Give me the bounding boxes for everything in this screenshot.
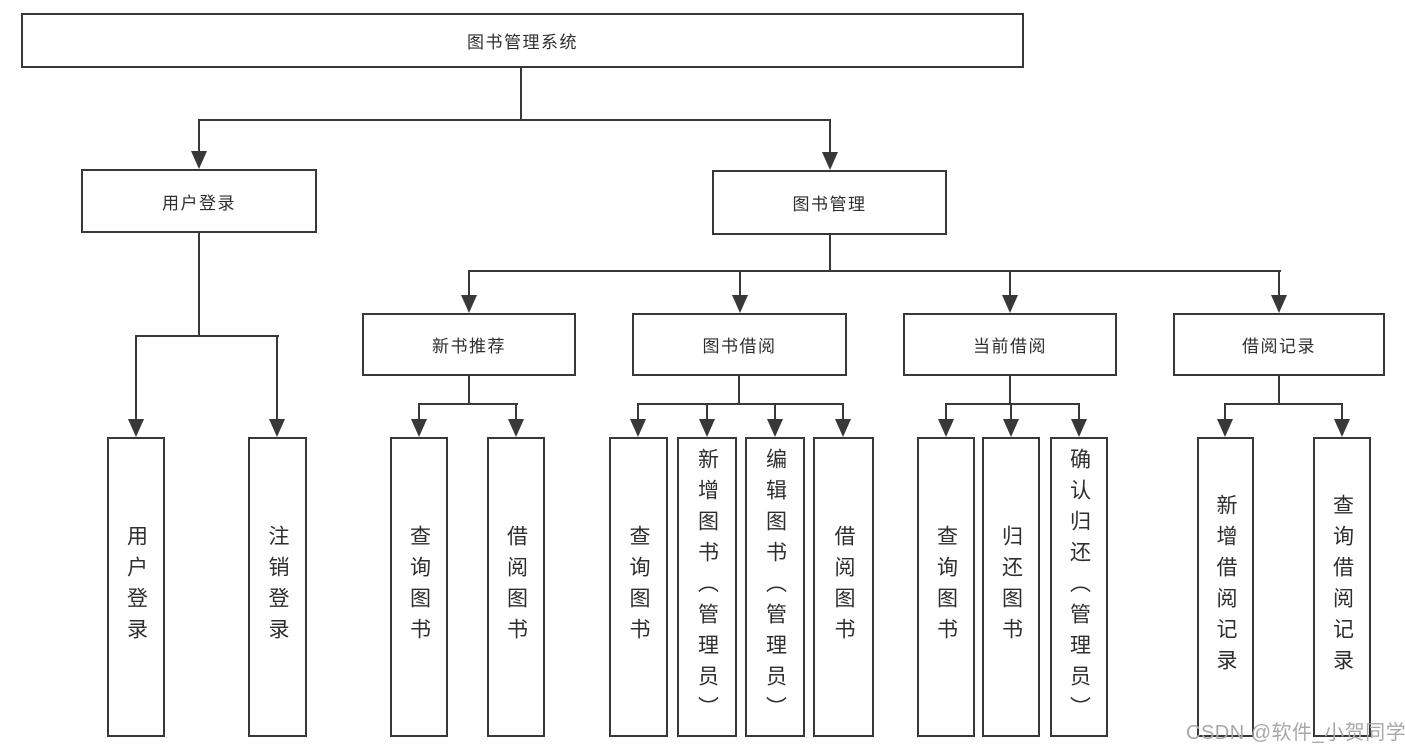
- connector-line: [198, 119, 831, 121]
- arrow-down-icon: [1271, 295, 1287, 313]
- arrow-down-icon: [699, 419, 715, 437]
- arrow-down-icon: [1002, 295, 1018, 313]
- arrow-down-icon: [508, 419, 524, 437]
- connector-line: [1224, 403, 1226, 421]
- leaf-logout: 注销登录: [248, 437, 307, 737]
- arrow-down-icon: [938, 419, 954, 437]
- connector-line: [738, 376, 740, 405]
- arrow-down-icon: [128, 419, 144, 437]
- connector-line: [1341, 403, 1343, 421]
- node-label: 图书管理系统: [467, 33, 578, 52]
- node-label: 新书推荐: [432, 337, 506, 356]
- leaf-user-login: 用户登录: [107, 437, 165, 737]
- connector-line: [1009, 270, 1011, 297]
- leaf-query-borrow-record: 查询借阅记录: [1313, 437, 1371, 737]
- leaf-label: 查询图书: [407, 525, 431, 649]
- connector-line: [1224, 403, 1342, 405]
- node-current-borrow: 当前借阅: [903, 313, 1117, 376]
- connector-line: [198, 233, 200, 337]
- leaf-label: 编辑图书（管理员）: [763, 447, 787, 727]
- connector-line: [1278, 270, 1280, 297]
- node-label: 图书借阅: [702, 337, 777, 356]
- node-label: 用户登录: [162, 193, 236, 213]
- connector-line: [276, 335, 278, 421]
- connector-line: [842, 403, 844, 421]
- leaf-recommend-borrow-books: 借阅图书: [487, 437, 545, 737]
- leaf-label: 新增图书（管理员）: [695, 447, 719, 727]
- connector-line: [468, 270, 470, 297]
- arrow-down-icon: [269, 419, 285, 437]
- node-label: 图书管理: [792, 195, 867, 214]
- connector-line: [637, 403, 844, 405]
- connector-line: [1278, 376, 1280, 405]
- arrow-down-icon: [732, 295, 748, 313]
- leaf-add-books-admin: 新增图书（管理员）: [677, 437, 737, 737]
- node-label: 当前借阅: [973, 337, 1047, 356]
- leaf-label: 查询图书: [627, 525, 650, 649]
- node-book-management: 图书管理: [712, 170, 947, 235]
- leaf-label: 新增借阅记录: [1214, 494, 1237, 680]
- connector-line: [468, 376, 470, 405]
- connector-line: [135, 335, 279, 337]
- connector-line: [945, 403, 947, 421]
- connector-line: [515, 403, 517, 421]
- connector-line: [418, 403, 420, 421]
- connector-line: [198, 119, 200, 153]
- leaf-add-borrow-record: 新增借阅记录: [1197, 437, 1254, 737]
- arrow-down-icon: [767, 419, 783, 437]
- leaf-label: 归还图书: [999, 525, 1023, 649]
- leaf-confirm-return-admin: 确认归还（管理员）: [1050, 437, 1108, 737]
- watermark: CSDN @软件_小贺同学: [1186, 722, 1405, 744]
- connector-line: [829, 235, 831, 272]
- connector-line: [829, 119, 831, 153]
- leaf-recommend-query-books: 查询图书: [390, 437, 448, 737]
- node-book-borrow: 图书借阅: [632, 313, 847, 376]
- connector-line: [739, 270, 741, 297]
- leaf-return-books: 归还图书: [982, 437, 1040, 737]
- leaf-borrow-borrow-books: 借阅图书: [813, 437, 874, 737]
- arrow-down-icon: [461, 295, 477, 313]
- connector-line: [520, 68, 522, 120]
- node-borrow-records: 借阅记录: [1173, 313, 1385, 376]
- arrow-down-icon: [191, 151, 207, 169]
- leaf-label: 注销登录: [266, 525, 289, 649]
- leaf-current-query-books: 查询图书: [917, 437, 975, 737]
- connector-line: [135, 335, 137, 421]
- leaf-label: 用户登录: [124, 525, 148, 649]
- arrow-down-icon: [630, 419, 646, 437]
- connector-line: [1078, 403, 1080, 421]
- leaf-label: 确认归还（管理员）: [1067, 447, 1091, 727]
- connector-line: [774, 403, 776, 421]
- connector-line: [1010, 403, 1012, 421]
- arrow-down-icon: [1003, 419, 1019, 437]
- arrow-down-icon: [1071, 419, 1087, 437]
- leaf-edit-books-admin: 编辑图书（管理员）: [745, 437, 805, 737]
- connector-line: [706, 403, 708, 421]
- arrow-down-icon: [1334, 419, 1350, 437]
- leaf-label: 查询借阅记录: [1330, 494, 1354, 680]
- arrow-down-icon: [822, 152, 838, 170]
- node-label: 借阅记录: [1242, 337, 1316, 356]
- node-new-book-recommend: 新书推荐: [362, 313, 576, 376]
- leaf-label: 借阅图书: [832, 525, 855, 649]
- arrow-down-icon: [411, 419, 427, 437]
- connector-line: [1009, 376, 1011, 405]
- connector-line: [468, 270, 1281, 272]
- arrow-down-icon: [1217, 419, 1233, 437]
- node-book-management-system: 图书管理系统: [21, 13, 1024, 68]
- arrow-down-icon: [835, 419, 851, 437]
- node-user-login: 用户登录: [81, 169, 317, 233]
- connector-line: [418, 403, 518, 405]
- leaf-borrow-query-books: 查询图书: [609, 437, 668, 737]
- leaf-label: 查询图书: [934, 525, 958, 649]
- connector-line: [637, 403, 639, 421]
- leaf-label: 借阅图书: [504, 525, 528, 649]
- connector-line: [945, 403, 1080, 405]
